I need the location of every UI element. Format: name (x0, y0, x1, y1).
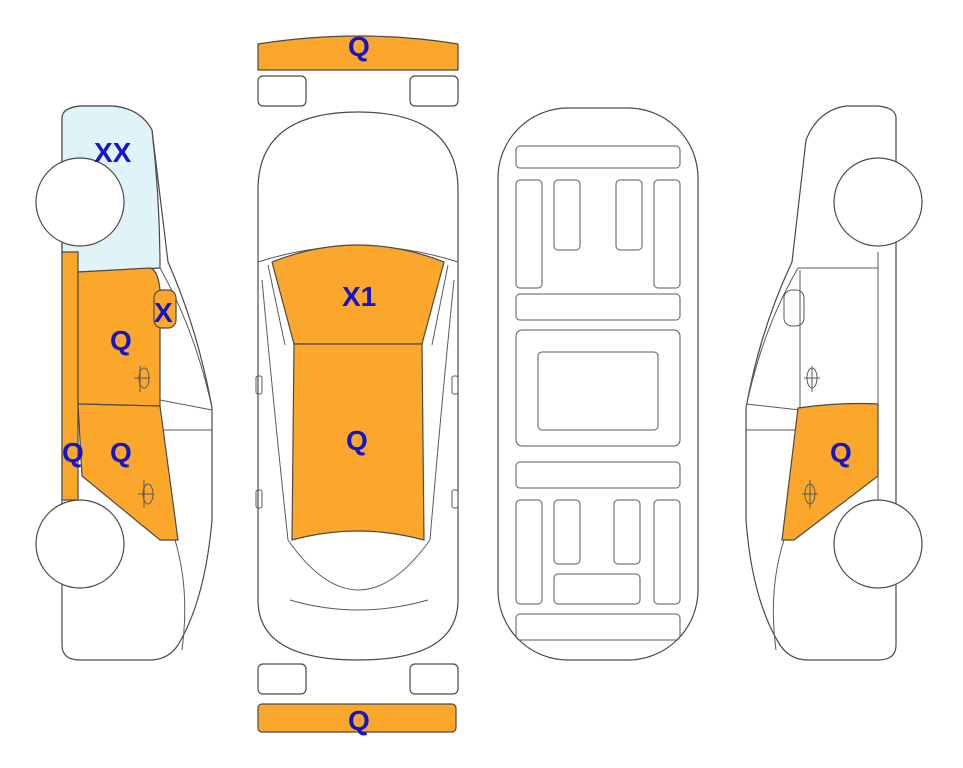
front-bumper-label: Q (348, 31, 370, 62)
underside-view (497, 107, 699, 661)
left-front-door-handle (134, 366, 150, 392)
right-side-view: Q (745, 105, 923, 661)
top-view: Q X1 Q Q (255, 31, 459, 736)
left-windshield-label: XX (94, 137, 132, 168)
hood-label: X1 (342, 281, 376, 312)
rear-light-left (257, 663, 307, 695)
rear-bumper-panel[interactable] (257, 703, 457, 733)
left-mirror-label: X (154, 297, 173, 328)
right-front-wheel (833, 157, 923, 247)
front-light-left (257, 75, 307, 107)
rear-light-right (409, 663, 459, 695)
hood-panel[interactable] (271, 244, 445, 345)
left-side-view: XX X Q Q Q (35, 105, 213, 661)
right-rear-wheel (833, 499, 923, 589)
left-rear-wheel (35, 499, 125, 589)
left-rear-door-label: Q (110, 437, 132, 468)
right-rear-door-panel[interactable] (781, 402, 879, 541)
roof-label: Q (346, 425, 368, 456)
left-front-door-label: Q (110, 325, 132, 356)
left-mirror-panel[interactable] (153, 289, 177, 329)
front-bumper-panel[interactable] (257, 35, 459, 71)
right-rear-door-label: Q (830, 437, 852, 468)
left-rear-door-handle (138, 480, 154, 508)
front-light-right (409, 75, 459, 107)
rear-bumper-label: Q (348, 705, 370, 736)
left-front-wheel (35, 157, 125, 247)
roof-panel[interactable] (291, 343, 425, 541)
left-rocker-label: Q (62, 437, 84, 468)
left-rear-door-panel[interactable] (77, 403, 179, 541)
